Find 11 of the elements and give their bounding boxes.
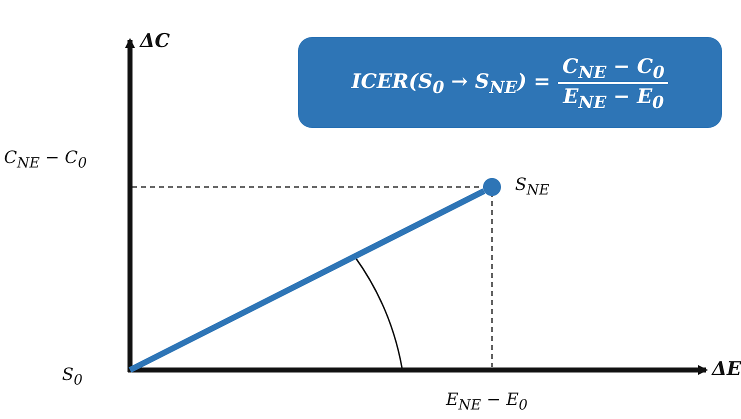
axis-value-label: E$_{NE}$ − E$_{0}$: [446, 390, 528, 414]
fraction-denominator: E$_{NE}$ − E$_{0}$: [562, 84, 665, 112]
point-dot: [483, 178, 501, 196]
axis-label: ΔC: [140, 30, 170, 52]
fraction-numerator: C$_{NE}$ − C$_{0}$: [558, 54, 668, 84]
line-segment: [128, 188, 486, 373]
formula-text: ICER(S$_{0}$ → S$_{NE}$) =: [352, 68, 550, 96]
formula-box: [298, 37, 722, 128]
axis-value-label: C$_{NE}$ − C$_{0}$: [4, 148, 87, 172]
point-label: S$_{0}$: [62, 358, 130, 392]
point-label: S$_{NE}$: [515, 175, 550, 198]
